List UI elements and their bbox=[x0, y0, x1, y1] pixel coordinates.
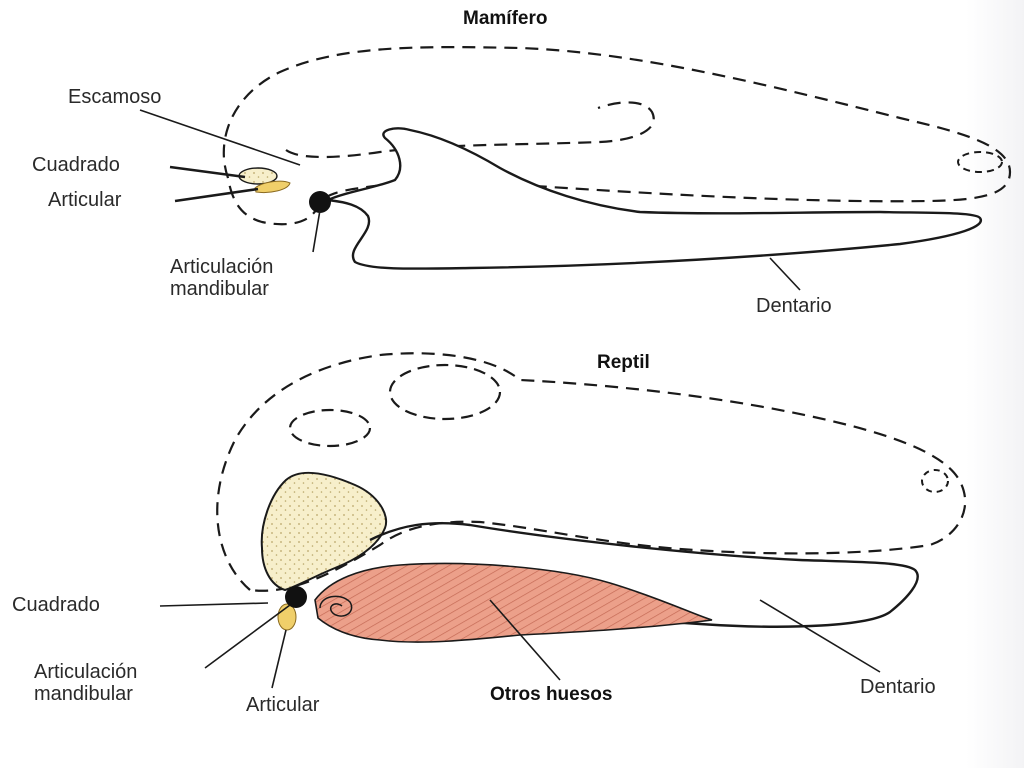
reptile-skull-outline bbox=[216, 352, 967, 592]
mammal-dentario-leader bbox=[769, 257, 801, 291]
reptile-articulacion-leader bbox=[204, 604, 291, 669]
reptile-otros-leader bbox=[489, 599, 561, 681]
reptile-dentario-leader bbox=[759, 599, 881, 673]
label-articulacion-mammal-2: mandibular bbox=[170, 278, 269, 300]
mammal-dentary-bone bbox=[323, 127, 983, 270]
reptile-other-bones bbox=[314, 562, 713, 643]
mammal-escamoso-leader bbox=[139, 109, 301, 166]
reptile-temporal-opening bbox=[288, 408, 372, 448]
reptile-jaw-joint bbox=[285, 586, 307, 608]
mammal-jaw-joint bbox=[309, 191, 331, 213]
label-cuadrado-mammal: Cuadrado bbox=[32, 154, 120, 176]
label-articular-reptile: Articular bbox=[246, 694, 320, 716]
label-dentario-mammal: Dentario bbox=[756, 295, 832, 317]
label-articulacion-reptile-1: Articulación bbox=[34, 661, 138, 683]
mammal-articular-leader bbox=[174, 187, 259, 203]
reptile-quadrate-bone bbox=[260, 471, 388, 592]
mammal-diagram bbox=[139, 46, 1012, 291]
label-articulacion-mammal-1: Articulación bbox=[170, 256, 274, 278]
label-escamoso: Escamoso bbox=[68, 86, 162, 108]
page-edge-shade bbox=[966, 0, 1024, 768]
mammal-zygomatic-arch bbox=[285, 101, 655, 159]
reptile-diagram bbox=[159, 352, 967, 689]
label-otros-huesos: Otros huesos bbox=[490, 684, 613, 705]
label-dentario-reptile: Dentario bbox=[860, 676, 936, 698]
reptile-dentary-bone bbox=[369, 521, 919, 628]
reptile-nostril bbox=[921, 469, 949, 493]
reptile-orbit bbox=[388, 363, 502, 421]
reptile-spiral-detail bbox=[319, 595, 353, 617]
reptile-cuadrado-leader bbox=[159, 602, 269, 607]
label-articular-mammal: Articular bbox=[48, 189, 122, 211]
mammal-articulacion-leader bbox=[312, 209, 321, 253]
mammal-cuadrado-leader bbox=[169, 165, 246, 179]
reptile-articular-leader bbox=[271, 629, 287, 689]
mammal-title: Mamífero bbox=[463, 8, 548, 29]
mammal-articular-bone bbox=[254, 180, 291, 193]
label-articulacion-reptile-2: mandibular bbox=[34, 683, 133, 705]
reptile-title: Reptil bbox=[597, 352, 650, 373]
label-cuadrado-reptile: Cuadrado bbox=[12, 594, 100, 616]
mammal-nostril bbox=[957, 151, 1003, 173]
